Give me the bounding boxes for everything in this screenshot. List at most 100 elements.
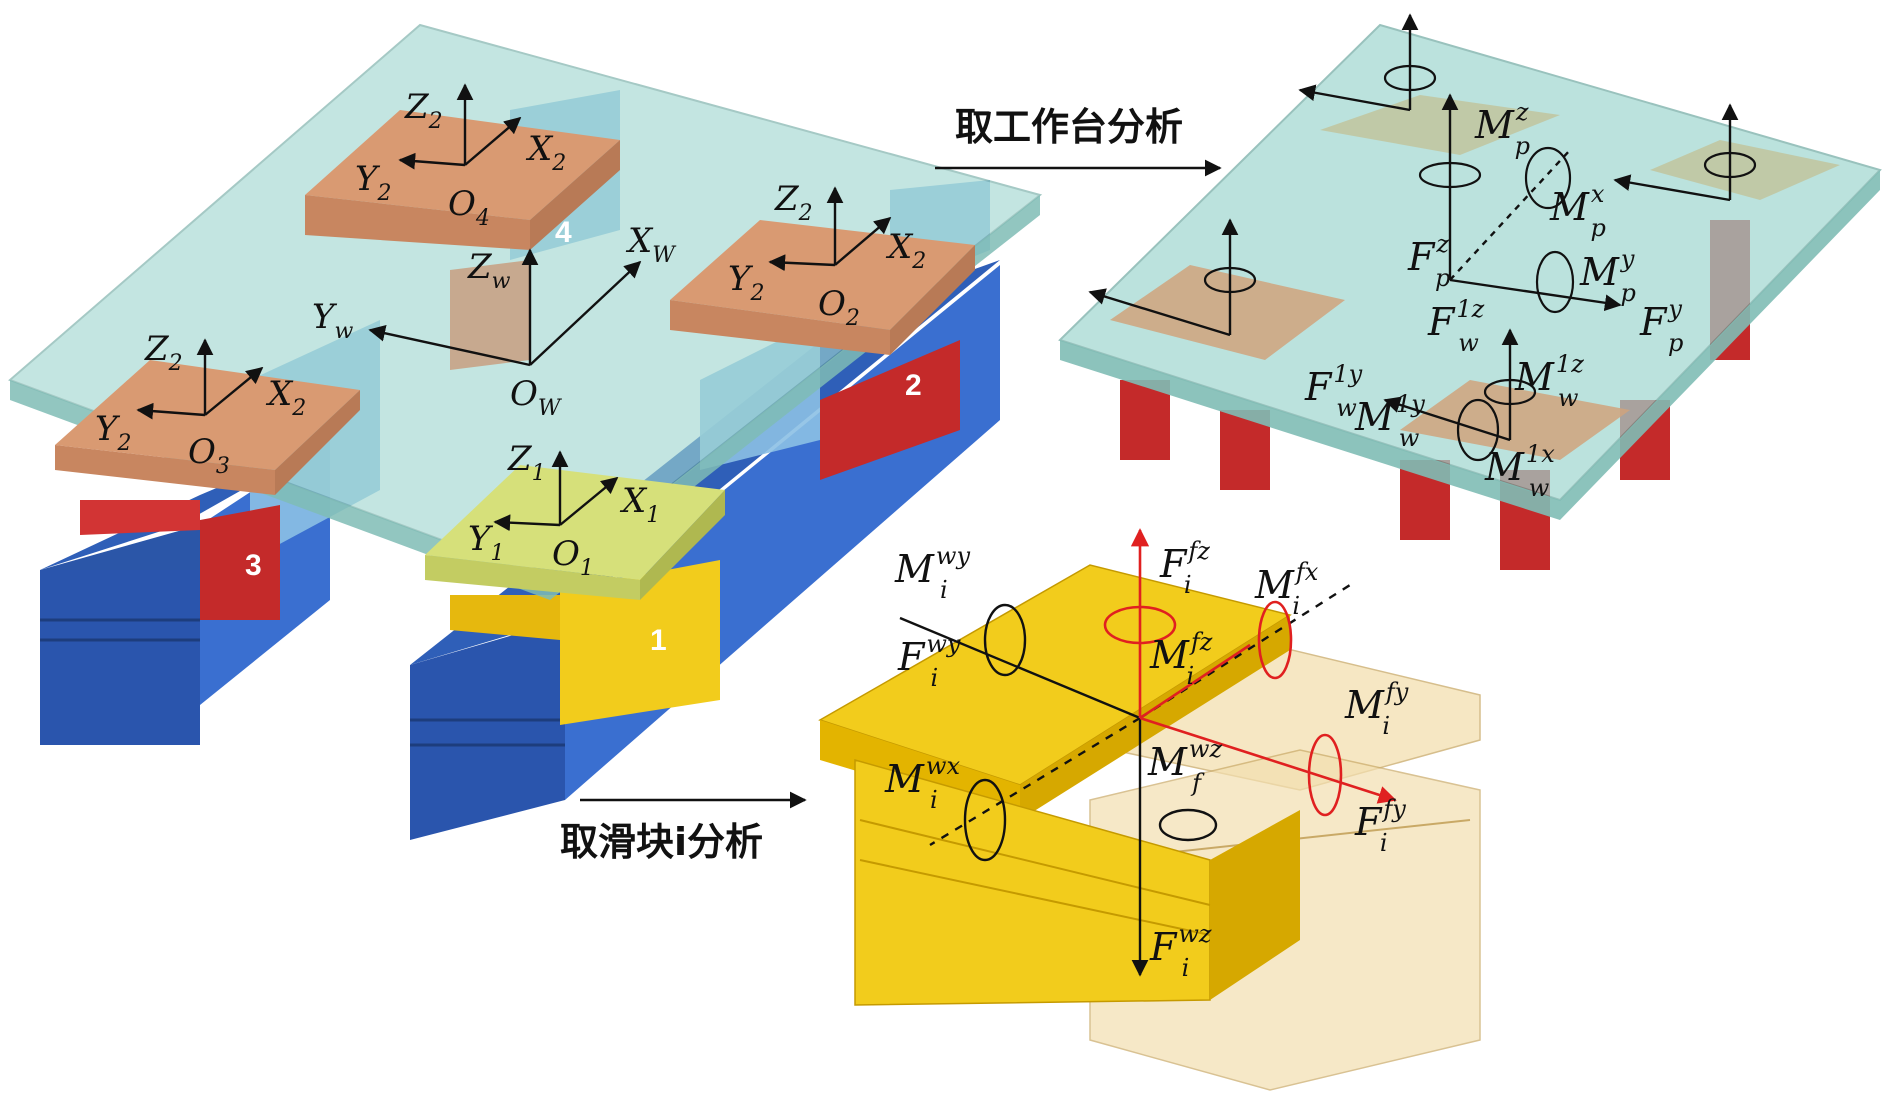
world-x-sub: W <box>652 243 677 268</box>
frame-world: Zw Yw XW OW <box>312 221 677 421</box>
world-x-label: X <box>625 221 654 261</box>
svg-text:Mxp: Mxp <box>1549 180 1606 242</box>
frame-slider-4: Z2 Y2 X2 O4 <box>355 83 566 231</box>
frame2-y-label: Y <box>728 259 754 299</box>
slider-block-2: 2 <box>820 340 960 480</box>
block-number-2: 2 <box>905 369 922 402</box>
block-number-3: 3 <box>245 549 262 582</box>
frame4-x-label: X <box>525 129 554 169</box>
frame3-x-label: X <box>265 374 294 414</box>
label-Mpy: M <box>1579 250 1620 294</box>
caption-take-table: 取工作台分析 <box>955 105 1183 149</box>
label-Mfx: M <box>1254 563 1295 607</box>
label-Fwz: F <box>1149 925 1178 969</box>
label-Mw1y: M <box>1354 395 1395 439</box>
frame2-z-label: Z <box>774 179 800 219</box>
platform-assembly: 3 2 1 4 <box>8 23 1043 840</box>
label-Fw1z: F <box>1427 300 1456 344</box>
frame1-x-label: X <box>619 481 648 521</box>
frame4-z-label: Z <box>404 87 430 127</box>
svg-text:Y2: Y2 <box>95 409 131 456</box>
svg-text:Zw: Zw <box>467 247 511 294</box>
svg-text:Myp: Myp <box>1579 245 1636 307</box>
svg-text:Z2: Z2 <box>774 179 813 226</box>
svg-text:OW: OW <box>510 374 563 421</box>
label-Mwy: M <box>894 547 935 591</box>
label-Mfwz: M <box>1147 740 1188 784</box>
frame1-z-label: Z <box>507 439 533 479</box>
frame-slider-3: Z2 Y2 X2 O3 <box>95 329 306 479</box>
label-Fpy: F <box>1639 300 1668 344</box>
slider-block-3: 3 <box>80 500 280 620</box>
caption-take-slider: 取滑块i分析 <box>560 820 763 864</box>
label-Ffy: F <box>1354 800 1383 844</box>
frame-slider-1: Z1 Y1 X1 O1 <box>468 439 660 581</box>
label-Mpz: M <box>1474 103 1515 147</box>
svg-text:X2: X2 <box>525 129 566 176</box>
svg-text:Z2: Z2 <box>404 87 443 134</box>
frame3-y-label: Y <box>95 409 121 449</box>
world-o-sub: W <box>538 396 563 421</box>
world-y-label: Y <box>312 297 338 337</box>
label-Mfz: M <box>1149 633 1190 677</box>
frame4-o-label: O <box>448 184 476 224</box>
label-Mw1z: M <box>1514 355 1555 399</box>
svg-text:O2: O2 <box>818 284 860 331</box>
svg-text:Z2: Z2 <box>144 329 183 376</box>
label-Fwy: F <box>897 635 926 679</box>
svg-text:X2: X2 <box>265 374 306 421</box>
label-Mpx: M <box>1549 185 1590 229</box>
slider-plate-2 <box>670 220 975 355</box>
label-Ffz: F <box>1159 542 1188 586</box>
frame3-z-label: Z <box>144 329 170 369</box>
world-z-label: Z <box>467 247 493 287</box>
svg-text:X1: X1 <box>619 481 660 528</box>
svg-text:O1: O1 <box>552 534 594 581</box>
svg-text:Yw: Yw <box>312 297 353 344</box>
svg-text:O3: O3 <box>188 432 230 479</box>
frame2-x-label: X <box>885 227 914 267</box>
label-Mwx: M <box>884 757 925 801</box>
label-Fw1y: F <box>1304 365 1333 409</box>
slider-block-1: 1 <box>450 560 720 725</box>
block-number-4: 4 <box>555 216 572 249</box>
world-y-sub: w <box>334 319 353 344</box>
frame-slider-2: Z2 Y2 X2 O2 <box>728 179 926 331</box>
svg-text:O4: O4 <box>448 184 490 231</box>
svg-text:Y2: Y2 <box>355 159 391 206</box>
frame4-y-label: Y <box>355 159 381 199</box>
svg-text:Mzp: Mzp <box>1474 98 1530 160</box>
svg-text:X2: X2 <box>885 227 926 274</box>
label-Fpz: F <box>1407 235 1436 279</box>
label-Mfy: M <box>1344 683 1385 727</box>
slider-plate-1 <box>425 465 725 600</box>
slider-plate-3 <box>55 360 360 495</box>
svg-text:Fyp: Fyp <box>1639 295 1683 357</box>
block-number-1: 1 <box>650 624 667 657</box>
svg-text:Fzp: Fzp <box>1407 230 1450 292</box>
world-o-label: O <box>510 374 538 414</box>
svg-text:XW: XW <box>625 221 677 268</box>
svg-text:Y1: Y1 <box>468 519 504 566</box>
frame2-o-label: O <box>818 284 846 324</box>
world-z-sub: w <box>492 269 511 294</box>
frame3-o-label: O <box>188 432 216 472</box>
take-slider-annotation: 取滑块i分析 <box>560 791 807 864</box>
take-table-annotation: 取工作台分析 <box>935 105 1222 177</box>
svg-text:Z1: Z1 <box>507 439 546 486</box>
